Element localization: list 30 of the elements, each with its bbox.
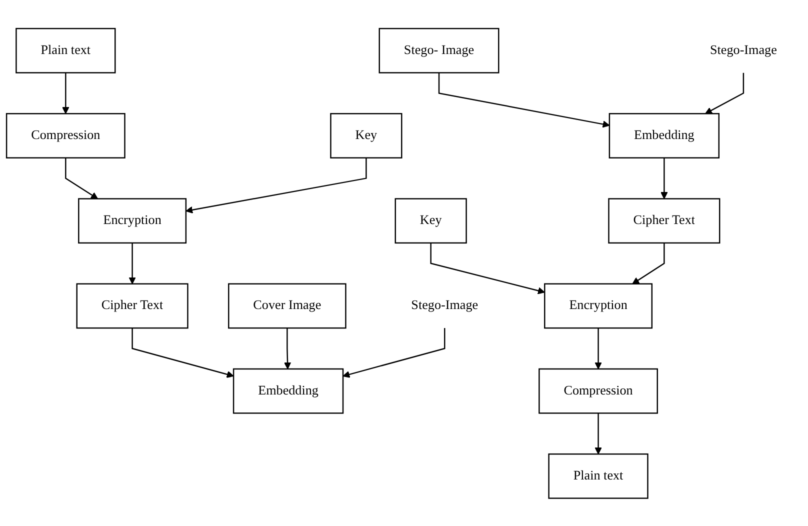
node-text: Stego-Image bbox=[411, 298, 478, 312]
arrow bbox=[705, 72, 744, 114]
node-box: Key bbox=[394, 198, 467, 244]
node-box: Encryption bbox=[544, 282, 653, 328]
arrow bbox=[660, 157, 668, 199]
node-box: Embedding bbox=[232, 368, 344, 414]
arrow bbox=[594, 412, 602, 454]
arrow bbox=[594, 328, 602, 369]
node-box: Plain text bbox=[16, 28, 116, 73]
arrow bbox=[438, 72, 610, 128]
node-box: Key bbox=[330, 112, 402, 158]
arrow bbox=[132, 328, 234, 378]
arrow bbox=[128, 242, 136, 284]
arrow bbox=[62, 72, 70, 114]
node-box: Cipher Text bbox=[608, 198, 720, 244]
node-text: Stego-Image bbox=[710, 42, 777, 57]
node-box: Encryption bbox=[78, 198, 187, 244]
node-box: Embedding bbox=[608, 112, 720, 158]
arrow bbox=[342, 328, 446, 378]
arrow bbox=[284, 328, 292, 369]
arrow bbox=[430, 242, 545, 294]
node-box: Compression bbox=[538, 368, 658, 414]
arrow bbox=[632, 242, 665, 284]
arrow bbox=[65, 157, 98, 199]
node-box: Cipher Text bbox=[76, 282, 188, 328]
node-box: Cover Image bbox=[228, 282, 346, 328]
node-box: Plain text bbox=[548, 453, 648, 498]
node-box: Compression bbox=[6, 112, 126, 158]
node-box: Stego- Image bbox=[378, 28, 500, 73]
arrow bbox=[186, 157, 367, 214]
